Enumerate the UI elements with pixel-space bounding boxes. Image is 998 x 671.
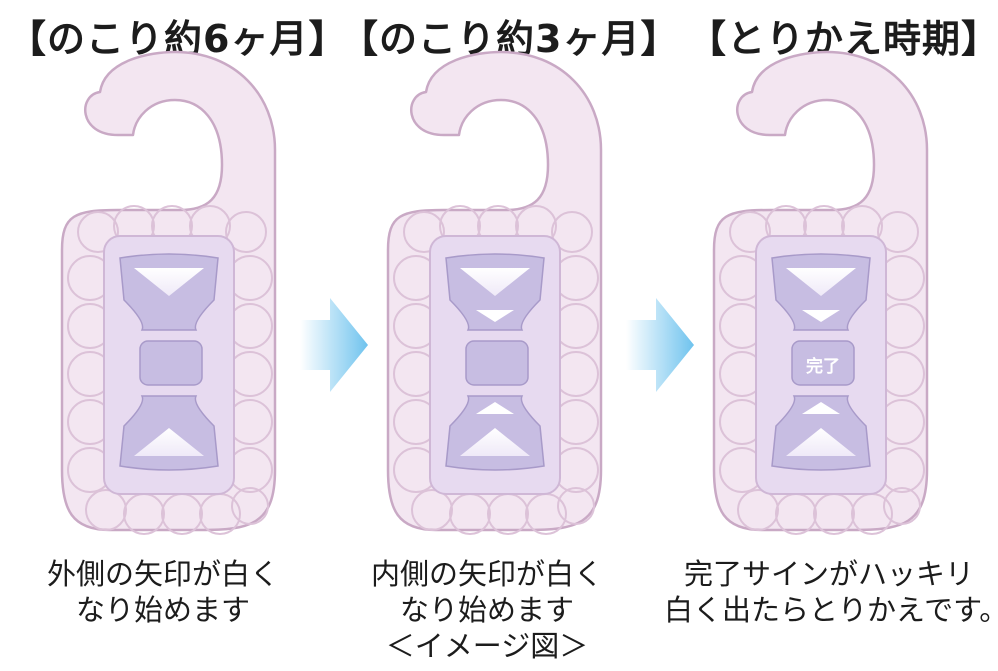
image-note: ＜イメージ図＞ (385, 629, 589, 663)
progress-arrow-icon (300, 298, 368, 392)
hanger-replace: 完了 (712, 50, 929, 536)
panel-2-caption: 内側の矢印が白く なり始めます ＜イメージ図＞ (322, 556, 652, 664)
caption-line: 内側の矢印が白く (370, 557, 603, 591)
panel-3-caption: 完了サインがハッキリ 白く出たらとりかえです。 (664, 556, 998, 628)
outer-arrow-bottom-icon (786, 428, 856, 456)
caption-line: なり始めます (75, 593, 250, 627)
outer-arrow-bottom-icon (134, 428, 204, 456)
inner-arrow-top-icon (802, 310, 840, 322)
caption-line: 外側の矢印が白く (46, 557, 279, 591)
inner-arrow-bottom-icon (802, 402, 840, 414)
caption-line: なり始めます (399, 593, 574, 627)
hanger-3-months (386, 50, 603, 536)
caption-line: 白く出たらとりかえです。 (664, 593, 998, 627)
outer-arrow-top-icon (786, 268, 856, 296)
panel-1-caption: 外側の矢印が白く なり始めます (0, 556, 328, 628)
done-badge: 完了 (806, 356, 840, 377)
outer-arrow-top-icon (134, 268, 204, 296)
caption-line: 完了サインがハッキリ (683, 557, 974, 591)
outer-arrow-top-icon (460, 268, 530, 296)
progress-arrow-icon (626, 298, 694, 392)
inner-arrow-top-icon (476, 310, 514, 322)
hanger-6-months (60, 50, 277, 536)
outer-arrow-bottom-icon (460, 428, 530, 456)
inner-arrow-bottom-icon (476, 402, 514, 414)
diagram-stage: 【のこり約6ヶ月】 【のこり約3ヶ月】 【とりかえ時期】 (8, 17, 998, 536)
hanger-diagram: 完了 (60, 50, 929, 536)
